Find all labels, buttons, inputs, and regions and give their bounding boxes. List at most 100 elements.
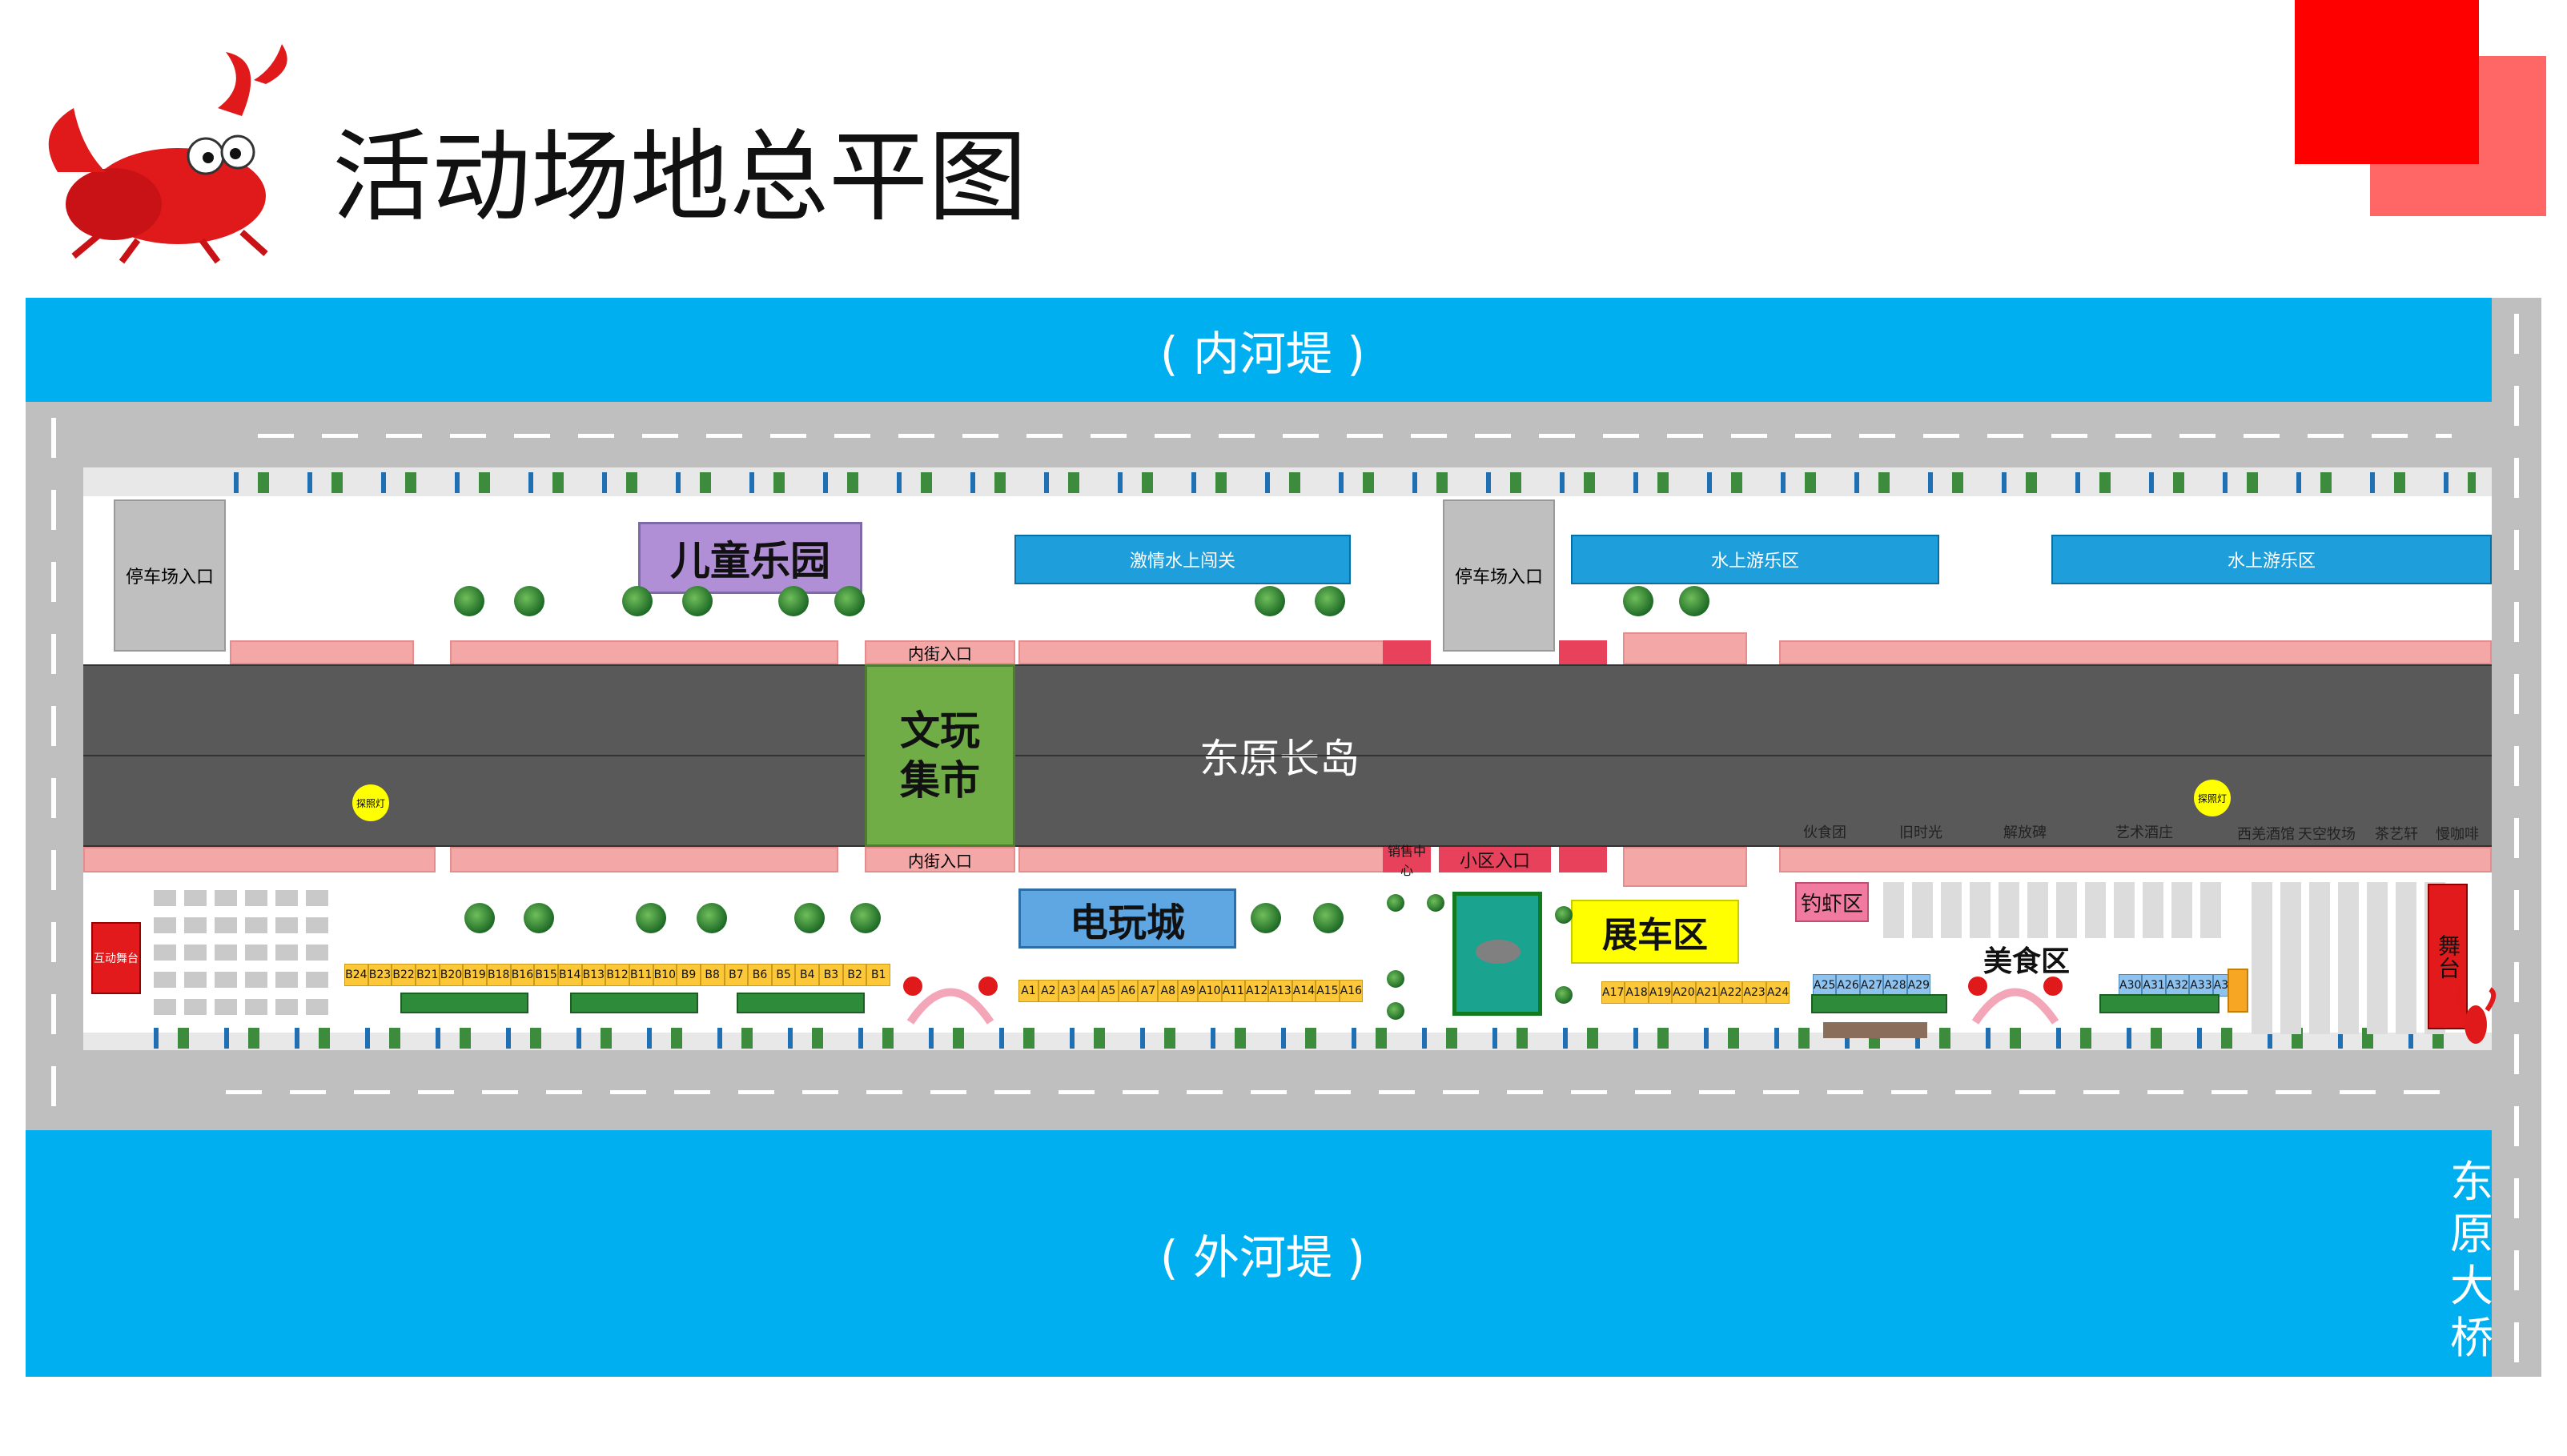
inner-entry-bottom-label: 内街入口: [908, 851, 972, 871]
booth: A21: [1695, 981, 1720, 1004]
booth-row-a2: A17 A18 A19 A20 A21 A22 A23 A24: [1601, 981, 1790, 1004]
decor-square-red: [2295, 0, 2479, 164]
bridge-char: 原: [2450, 1209, 2493, 1260]
water-fun-2-label: 水上游乐区: [2227, 552, 2316, 572]
culture-market-label-2: 集市: [900, 757, 980, 804]
detector-light-west: 探照灯: [352, 784, 389, 821]
tree-icon: [1427, 894, 1444, 912]
crayfish-logo: [26, 36, 318, 264]
outer-river: ( 外河堤 ): [26, 1130, 2500, 1377]
north-shops-1: [230, 640, 414, 664]
booth: A26: [1836, 974, 1860, 997]
car-show-zone: 展车区: [1571, 900, 1739, 964]
kids-zone: 儿童乐园: [638, 522, 862, 594]
inner-entry-top-label: 内街入口: [908, 644, 972, 664]
parking-entry-east: 停车场入口: [1443, 499, 1555, 652]
booth: A22: [1719, 981, 1743, 1004]
booth-row-a1: A1 A2 A3 A4 A5 A6 A7 A8 A9 A10 A11 A12 A…: [1018, 980, 1363, 1002]
booth: B24: [344, 964, 368, 986]
tree-icon: [834, 586, 865, 616]
booth: A1: [1018, 980, 1038, 1002]
arcade-zone: 电玩城: [1018, 888, 1236, 949]
booth: B9: [677, 964, 701, 986]
north-red-kiosk: [1383, 640, 1431, 664]
stage-label: 舞台: [2435, 934, 2461, 979]
culture-market: 文玩 集市: [865, 664, 1015, 847]
tree-icon: [682, 586, 713, 616]
inner-river-label: ( 内河堤 ): [1159, 327, 1366, 381]
community-entry: 小区入口: [1439, 847, 1551, 872]
bridge-char: 桥: [2450, 1312, 2493, 1363]
tree-icon: [1623, 586, 1653, 616]
shop-name: 慢咖啡: [2436, 826, 2479, 843]
shop-name: 旧时光: [1899, 824, 1942, 841]
booth: A14: [1292, 980, 1316, 1002]
south-shops-3: [1018, 847, 1387, 872]
inner-entry-bottom: 内街入口: [865, 847, 1015, 872]
street-divider: [83, 755, 2492, 756]
booth: A27: [1859, 974, 1884, 997]
south-road: [83, 1042, 2492, 1130]
booth: B21: [415, 964, 440, 986]
booth: A31: [2142, 974, 2166, 997]
tree-icon: [1313, 903, 1344, 933]
hedge: [1811, 994, 1947, 1013]
tree-icon: [524, 903, 554, 933]
tree-icon: [850, 903, 881, 933]
booth: B22: [392, 964, 416, 986]
north-lane-marks: [258, 434, 2452, 438]
booth: B6: [748, 964, 772, 986]
booth: B15: [534, 964, 558, 986]
booth: A16: [1339, 980, 1363, 1002]
booth: A10: [1198, 980, 1222, 1002]
booth: A11: [1221, 980, 1245, 1002]
tree-icon: [464, 903, 495, 933]
page-title: 活动场地总平图: [332, 120, 1028, 235]
sales-center-label: 销售中心: [1387, 844, 1426, 878]
tree-icon: [1679, 586, 1709, 616]
tree-icon: [454, 586, 484, 616]
parking-entry-east-label: 停车场入口: [1454, 568, 1543, 588]
tree-icon: [1555, 906, 1573, 924]
south-lane-marks: [226, 1090, 2452, 1094]
booth: B18: [486, 964, 511, 986]
booth: B11: [629, 964, 653, 986]
tree-icon: [1315, 586, 1345, 616]
shop-name: 艺术酒庄: [2115, 824, 2173, 841]
booth: A33: [2189, 974, 2213, 997]
booth: B8: [700, 964, 725, 986]
booth: A2: [1038, 980, 1059, 1002]
site-map: ( 内河堤 ) ( 外河堤 ) 东 原 大 桥 停车场入口 停车场入口 儿童乐园…: [26, 298, 2541, 1377]
booth: B23: [368, 964, 392, 986]
hedge: [737, 993, 865, 1013]
shop-name: 伙食团: [1803, 824, 1846, 841]
booth: B1: [866, 964, 891, 986]
bridge-lane: [2514, 314, 2519, 1370]
bridge-char: 东: [2450, 1157, 2493, 1208]
booth: B14: [557, 964, 582, 986]
seating-area-east: [2252, 882, 2452, 1034]
detector-light-east-label: 探照灯: [2197, 792, 2227, 804]
booth: A6: [1118, 980, 1139, 1002]
booth: A15: [1316, 980, 1340, 1002]
seating-area-center: [1883, 882, 2228, 938]
shop-name: 解放碑: [2003, 824, 2047, 841]
tree-icon: [1251, 903, 1281, 933]
car-show-zone-label: 展车区: [1602, 915, 1708, 956]
water-fun-zone-2: 水上游乐区: [2051, 535, 2492, 584]
booth: A3: [1058, 980, 1079, 1002]
booth-row-a4: A30 A31 A32 A33 A34: [2119, 974, 2237, 997]
booth-row-b: B24 B23 B22 B21 B20 B19 B18 B16 B15 B14 …: [344, 964, 891, 986]
north-shops-4: [1623, 632, 1747, 664]
inner-river: ( 内河堤 ): [26, 298, 2500, 402]
sales-center: 销售中心: [1383, 844, 1431, 878]
tree-icon: [636, 903, 666, 933]
booth: A28: [1883, 974, 1907, 997]
tree-icon: [1555, 986, 1573, 1004]
crab-arch-icon: [1963, 962, 2067, 1026]
hedge: [400, 993, 528, 1013]
water-pass-label: 激情水上闯关: [1129, 552, 1235, 572]
shop-name: 西羌酒馆: [2237, 826, 2295, 843]
tree-icon: [778, 586, 809, 616]
booth: B3: [819, 964, 843, 986]
